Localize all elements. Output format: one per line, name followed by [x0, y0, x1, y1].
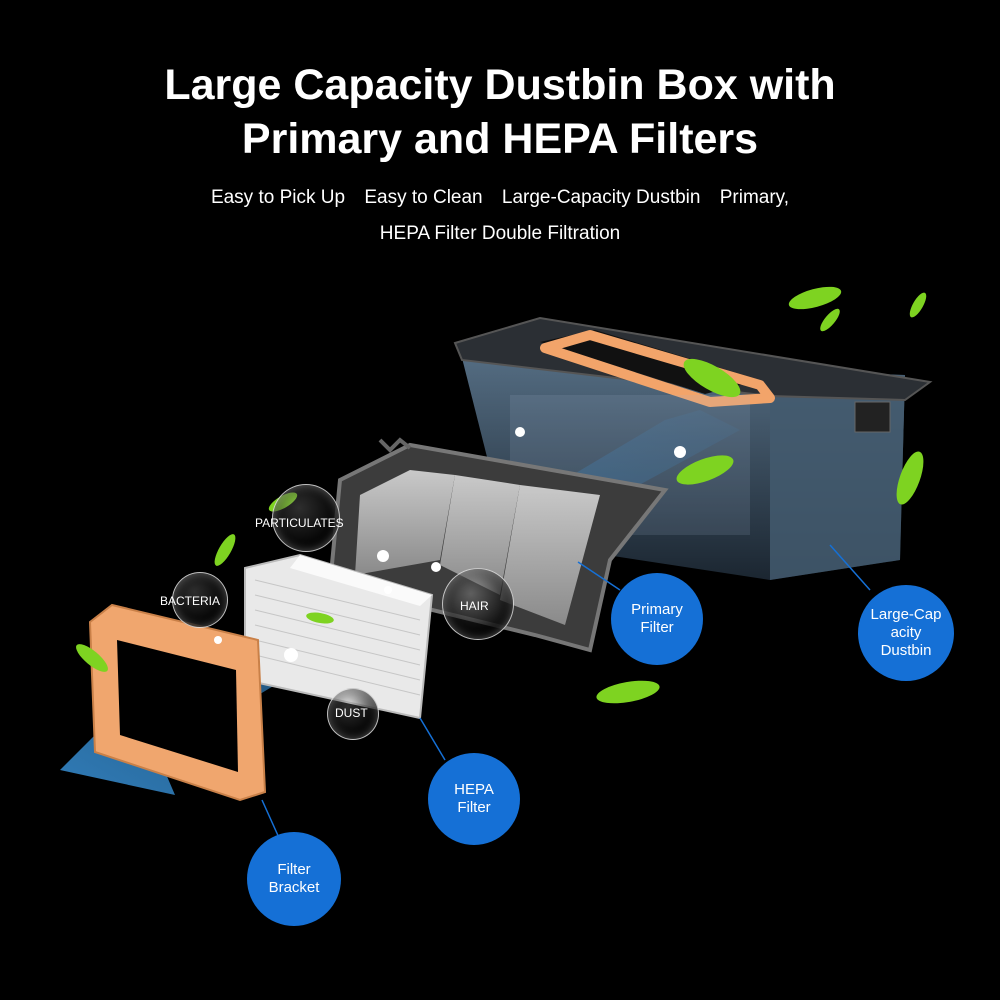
filter-bracket: [88, 603, 267, 802]
feature-line-1: Easy to Pick Up Easy to Clean Large-Capa…: [0, 180, 1000, 216]
feature-capacity: Large-Capacity Dustbin: [501, 187, 701, 208]
dust-label: DUST: [335, 706, 368, 720]
bacteria-bubble: [172, 572, 228, 628]
feature-line-2: HEPA Filter Double Filtration: [379, 223, 621, 244]
dust-bubble: [327, 688, 379, 740]
particulates-label: PARTICULATES: [255, 516, 344, 530]
bacteria-label: BACTERIA: [160, 594, 221, 608]
filter-bracket-callout: Filter Bracket: [247, 832, 341, 926]
feature-primary: Primary,: [719, 187, 790, 208]
hair-bubble: [442, 568, 514, 640]
callout-leaders: [261, 544, 871, 841]
particulates-bubble: [272, 484, 340, 552]
dustbin-callout: Large-Cap acity Dustbin: [858, 585, 954, 681]
feature-list: Easy to Pick Up Easy to Clean Large-Capa…: [0, 180, 1000, 252]
title-line-1: Large Capacity Dustbin Box with: [164, 61, 836, 109]
title-line-2: Primary and HEPA Filters: [241, 115, 759, 163]
feature-clean: Easy to Clean: [364, 187, 483, 208]
particle-sparkles: [214, 427, 686, 662]
primary-filter-callout: Primary Filter: [611, 573, 703, 665]
hair-label: HAIR: [460, 599, 489, 613]
hepa-filter-callout: HEPA Filter: [428, 753, 520, 845]
leaves: [76, 286, 927, 704]
page-title: Large Capacity Dustbin Box with Primary …: [0, 58, 1000, 166]
feature-pick-up: Easy to Pick Up: [210, 187, 346, 208]
